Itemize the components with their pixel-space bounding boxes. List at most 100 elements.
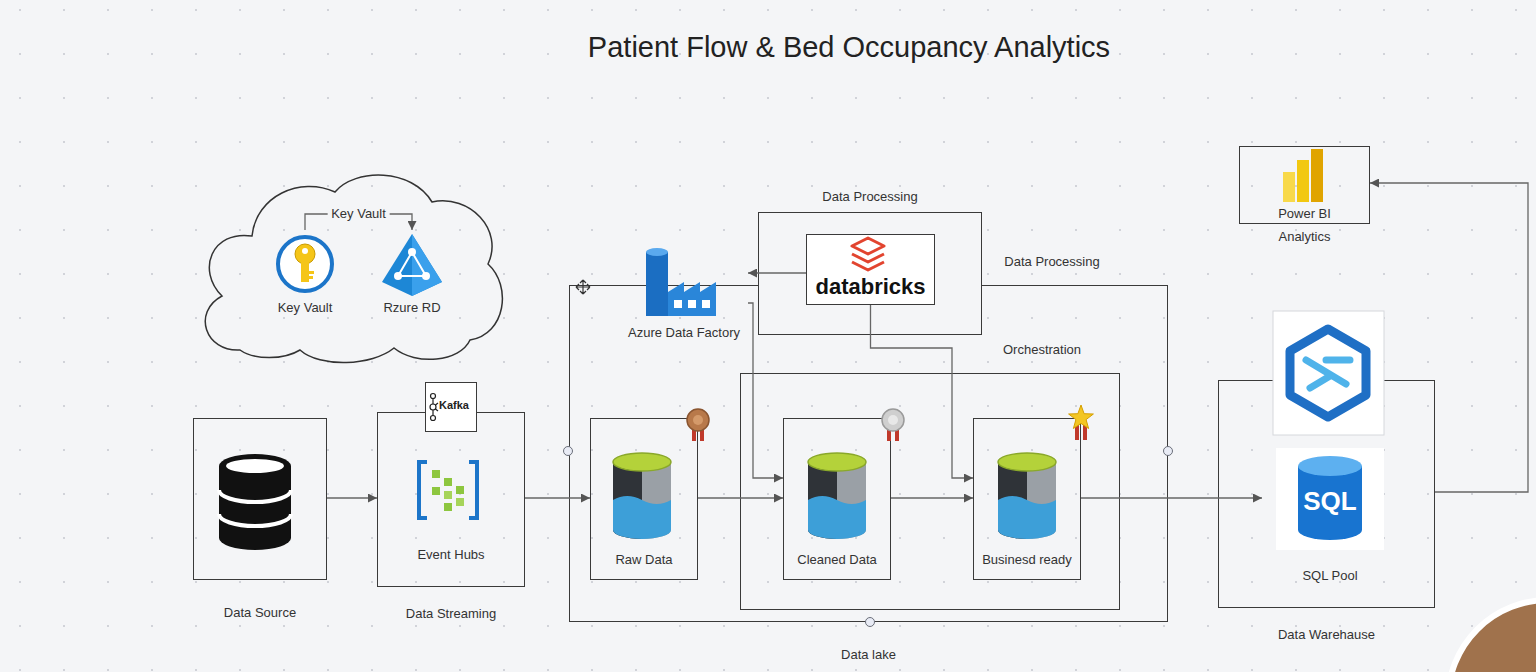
- cloud-outline: [205, 175, 502, 362]
- raw-data-box: Raw Data: [590, 418, 698, 580]
- azure-ad-icon: [408, 248, 416, 256]
- data-streaming-box: KafkaEvent HubsData Streaming: [377, 412, 525, 587]
- business-data-icon: [998, 453, 1056, 539]
- node-label: Power BI: [1278, 206, 1331, 222]
- data-source-box: Data Source: [193, 418, 327, 580]
- event-hubs-icon: [456, 498, 464, 506]
- event-hubs-icon: [444, 478, 452, 486]
- bronze-medal: [693, 415, 703, 425]
- sql-icon: [1298, 466, 1362, 540]
- database-icon: [219, 454, 291, 550]
- silver-medal: [887, 427, 891, 441]
- data-factory-icon: [702, 300, 710, 308]
- gold-medal: [1075, 425, 1079, 440]
- bronze-medal: [700, 427, 704, 441]
- connection-handle: [564, 447, 573, 456]
- key-icon: [295, 244, 315, 264]
- diagram-title: Patient Flow & Bed Occupancy Analytics: [588, 30, 1110, 65]
- section-label: Data Processing: [1004, 254, 1099, 270]
- key-vault-node: Key Vault: [262, 230, 348, 322]
- key-icon: [301, 262, 309, 282]
- silver-medal: [895, 427, 899, 441]
- connector-arrow: [748, 272, 806, 273]
- connector-arrow: [525, 497, 590, 498]
- event-hubs-icon: [432, 487, 440, 495]
- event-hubs-icon: [469, 462, 477, 518]
- data-factory-icon: [688, 300, 696, 308]
- event-hubs-icon: [456, 486, 464, 494]
- kafka-badge: Kafka: [425, 382, 477, 432]
- node-label: databricks: [815, 275, 925, 299]
- node-label: Azure Data Factory: [628, 325, 740, 341]
- icon-label: SQL: [1303, 486, 1356, 517]
- data-processing-box: databricksData Processing: [758, 212, 982, 335]
- raw-data-icon: [613, 453, 671, 539]
- node-label: Businesd ready: [982, 552, 1072, 568]
- sql-icon: [1298, 456, 1362, 476]
- connector-label: Key Vault: [327, 206, 390, 222]
- kafka-logo: [433, 397, 438, 417]
- kafka-logo: [430, 404, 436, 410]
- node-caption: Data Streaming: [406, 606, 496, 622]
- bronze-medal: [692, 427, 696, 441]
- node-label: SQL Pool: [1302, 568, 1357, 584]
- cleaned-data-icon: [808, 453, 866, 539]
- power-bi-icon: [1297, 160, 1309, 202]
- node-label: Orchestration: [1003, 342, 1081, 358]
- power-bi-icon: [1283, 172, 1295, 202]
- connector-arrow: [871, 305, 974, 478]
- database-icon: [219, 514, 291, 526]
- synapse-icon: [1273, 311, 1384, 435]
- cleaned-data-box: Cleaned Data: [783, 418, 891, 580]
- event-hubs-icon: [432, 470, 440, 478]
- azure-ad-node: Rzure RD: [368, 230, 456, 322]
- move-handle: [576, 280, 590, 294]
- connection-handle: [866, 618, 875, 627]
- connector-arrow: [327, 497, 377, 498]
- connection-handle: [1164, 447, 1173, 456]
- data-factory-node: Azure Data Factory: [620, 240, 748, 344]
- node-caption: Analytics: [1278, 229, 1330, 245]
- connector-arrow: [1081, 497, 1262, 498]
- connector-arrow: [748, 303, 783, 478]
- databricks-logo: [852, 238, 884, 270]
- azure-ad-icon: [422, 272, 430, 280]
- key-vault-icon: [278, 237, 332, 291]
- databricks-box: databricks: [806, 234, 935, 305]
- connector-arrow: [891, 497, 973, 498]
- connector-arrow: [698, 497, 783, 498]
- gold-medal: [1069, 405, 1094, 429]
- key-icon: [302, 248, 308, 254]
- event-hubs-icon: [419, 462, 427, 518]
- business-ready-box: Businesd ready: [973, 418, 1081, 580]
- data-factory-icon: [646, 249, 668, 316]
- corner-avatar: [1448, 600, 1536, 672]
- synapse-icon: [1306, 360, 1350, 388]
- node-label: Cleaned Data: [797, 552, 877, 568]
- event-hubs-icon: [444, 491, 452, 499]
- key-icon: [309, 276, 313, 279]
- bronze-medal: [687, 409, 709, 431]
- gold-medal: [1083, 425, 1087, 440]
- data-factory-icon: [646, 248, 668, 256]
- azure-ad-icon: [412, 234, 442, 296]
- orchestration-box: Cleaned DataBusinesd readyOrchestration: [740, 373, 1120, 610]
- connector-arrow: [1370, 183, 1528, 492]
- kafka-logo: [431, 394, 436, 399]
- node-label: Rzure RD: [383, 300, 440, 316]
- database-icon: [226, 459, 284, 473]
- node-label: Data lake: [841, 647, 896, 663]
- power-bi-box: Power BIAnalytics: [1239, 146, 1370, 224]
- key-icon: [309, 271, 314, 274]
- kafka-logo: [431, 416, 436, 421]
- sql-pool-node: SQL Pool: [1262, 445, 1398, 590]
- database-icon: [219, 490, 291, 502]
- data-factory-icon: [674, 300, 682, 308]
- node-label: Key Vault: [278, 300, 333, 316]
- node-label: Raw Data: [615, 552, 672, 568]
- node-label: Event Hubs: [417, 547, 484, 563]
- data-factory-icon: [668, 282, 716, 316]
